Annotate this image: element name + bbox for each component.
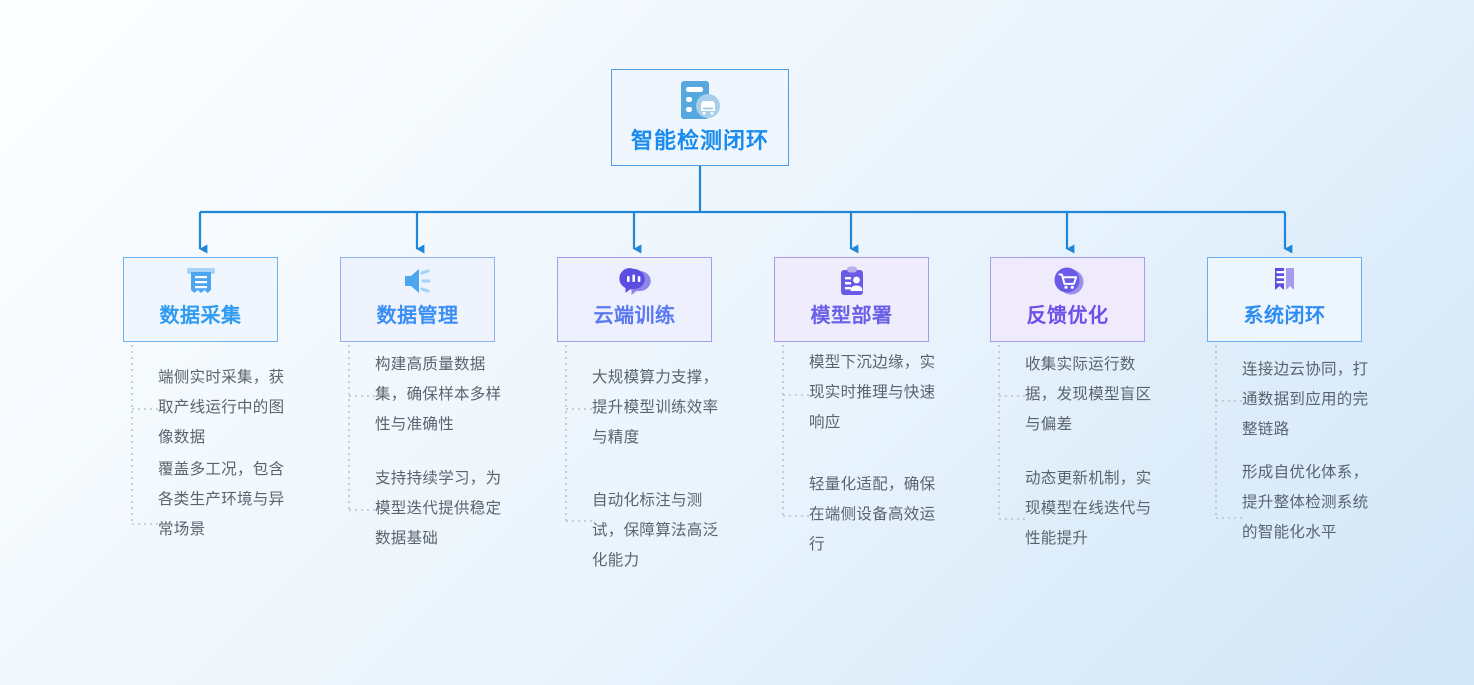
chat-bubble-icon [618, 264, 652, 298]
node-system-closed-loop[interactable]: 系统闭环 [1207, 257, 1362, 342]
node-data-management[interactable]: 数据管理 [340, 257, 495, 342]
detail-text: 连接边云协同，打通数据到应用的完整链路 [1242, 361, 1369, 438]
detail-text: 轻量化适配，确保在端侧设备高效运行 [809, 476, 936, 553]
detail-text: 支持持续学习，为模型迭代提供稳定数据基础 [375, 470, 502, 547]
detail-text: 端侧实时采集，获取产线运行中的图像数据 [158, 369, 285, 446]
detail-text: 自动化标注与测试，保障算法高泛化能力 [592, 492, 719, 569]
node-model-deployment[interactable]: 模型部署 [774, 257, 929, 342]
detail-text: 形成自优化体系，提升整体检测系统的智能化水平 [1242, 464, 1369, 541]
node-feedback-optimization[interactable]: 反馈优化 [990, 257, 1145, 342]
detail-text: 模型下沉边缘，实现实时推理与快速响应 [809, 354, 936, 431]
node-label: 反馈优化 [1026, 305, 1109, 327]
node-label: 系统闭环 [1243, 305, 1326, 327]
node-label: 数据管理 [376, 305, 459, 327]
clipboard-person-icon [835, 264, 869, 298]
bookmark-split-icon [1268, 264, 1302, 298]
root-node-label: 智能检测闭环 [630, 128, 769, 153]
receipt-icon [184, 264, 218, 298]
node-label: 模型部署 [810, 305, 893, 327]
root-node[interactable]: 智能检测闭环 [611, 69, 789, 166]
node-label: 数据采集 [159, 305, 242, 327]
shopping-cart-icon [1051, 264, 1085, 298]
detail-text: 动态更新机制，实现模型在线迭代与性能提升 [1025, 470, 1152, 547]
detail-text: 构建高质量数据集，确保样本多样性与准确性 [375, 356, 502, 433]
detail-text: 大规模算力支撑，提升模型训练效率与精度 [592, 369, 719, 446]
detail-text: 收集实际运行数据，发现模型盲区与偏差 [1025, 356, 1152, 433]
document-car-icon [677, 79, 723, 121]
node-data-collection[interactable]: 数据采集 [123, 257, 278, 342]
node-label: 云端训练 [593, 305, 676, 327]
detail-text: 覆盖多工况，包含各类生产环境与异常场景 [158, 461, 285, 538]
speaker-icon [401, 264, 435, 298]
node-cloud-training[interactable]: 云端训练 [557, 257, 712, 342]
